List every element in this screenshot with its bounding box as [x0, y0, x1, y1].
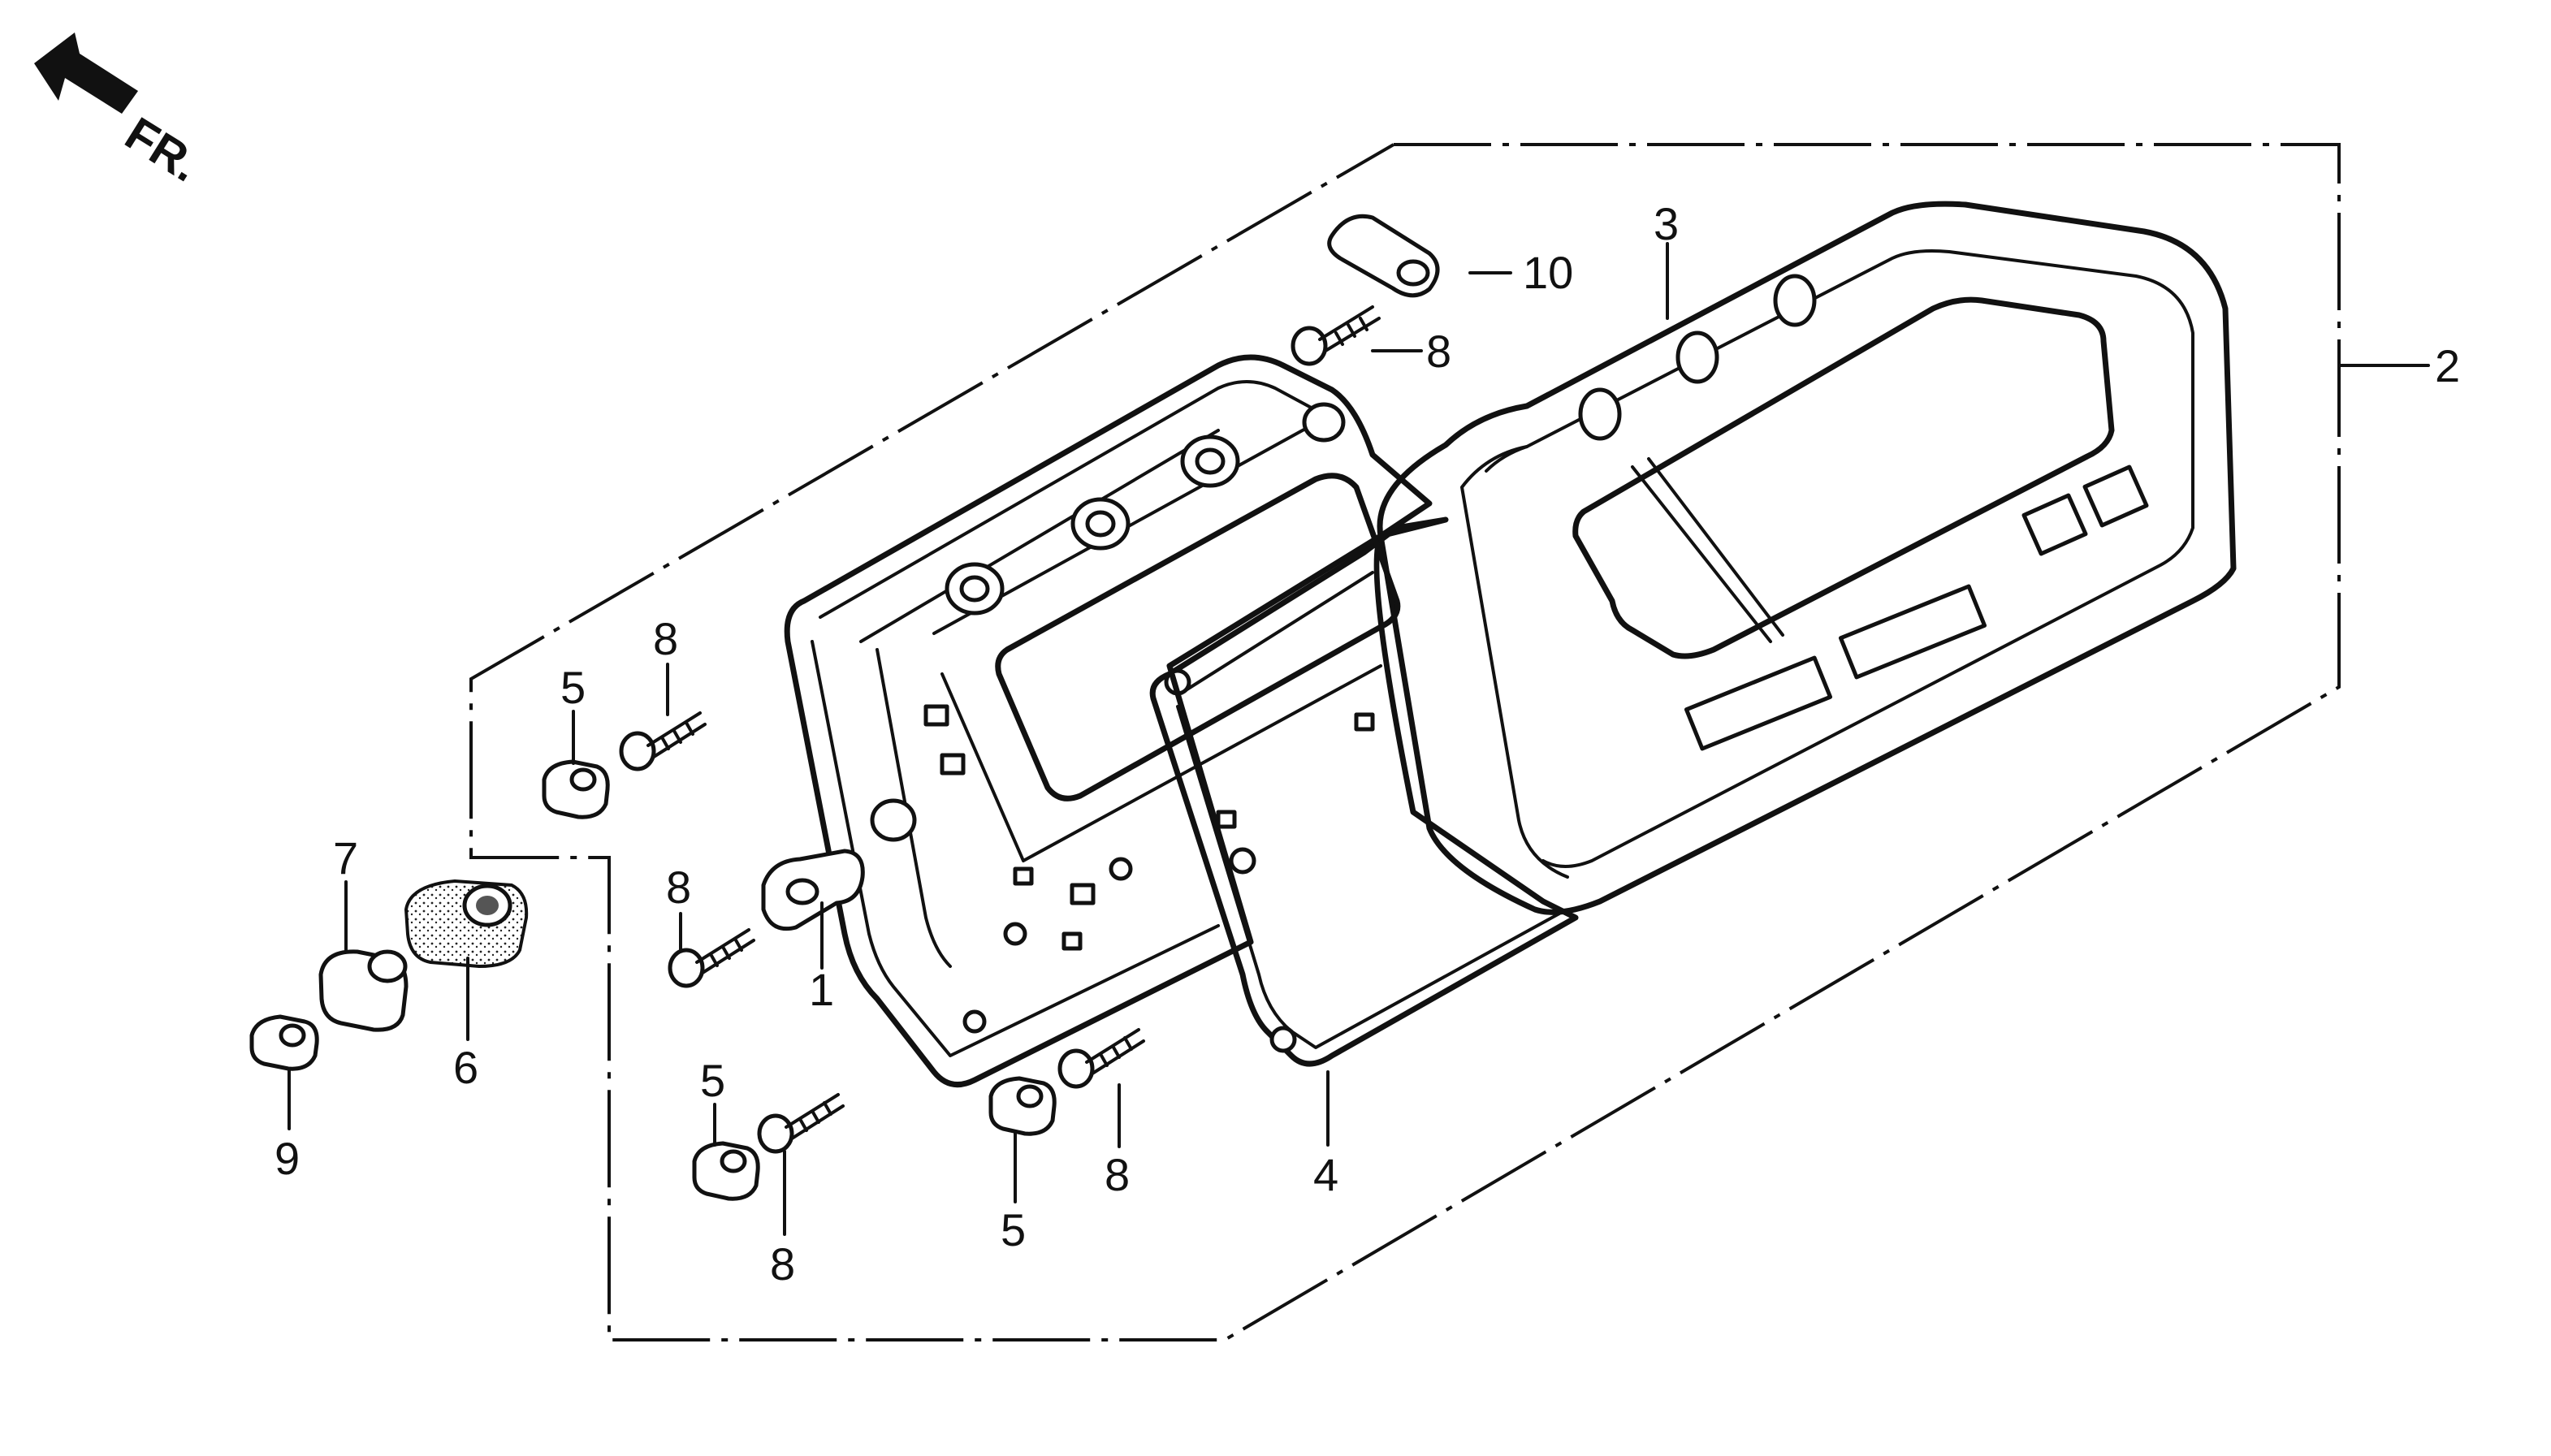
front-direction-label: FR. — [116, 107, 209, 192]
front-direction-indicator: FR. — [34, 32, 209, 192]
callout-2: 2 — [2435, 340, 2460, 391]
part-8-bolts — [619, 305, 1381, 1154]
callout-5-bottom-right: 5 — [1001, 1204, 1026, 1255]
leader-lines — [288, 242, 2430, 1236]
callout-9: 9 — [275, 1133, 300, 1184]
bolt-8-left-upper — [619, 711, 707, 771]
callout-4: 4 — [1313, 1149, 1338, 1200]
part-9-nut — [249, 1014, 319, 1071]
part-1-clamp — [761, 849, 865, 931]
part-gasket — [1149, 516, 1579, 1067]
callout-8-top: 8 — [1426, 326, 1451, 377]
callout-7: 7 — [333, 832, 358, 884]
callout-10: 10 — [1523, 247, 1573, 298]
callout-5-bottom-left: 5 — [700, 1055, 725, 1106]
callout-8-bottom-left: 8 — [770, 1238, 795, 1290]
callout-8-left-upper: 8 — [653, 613, 678, 664]
callout-labels: 10 3 2 8 8 5 7 8 1 6 9 5 8 5 8 4 — [275, 198, 2460, 1290]
callout-3: 3 — [1654, 198, 1679, 249]
bolt-8-left-lower — [668, 928, 755, 988]
assembly-boundary — [469, 143, 2341, 1342]
part-meter-case — [784, 354, 1433, 1088]
front-direction-arrow-icon — [34, 32, 138, 114]
part-10-clamp — [1327, 214, 1440, 298]
part-meter-cover — [1377, 201, 2237, 915]
part-5-nuts — [542, 759, 1057, 1201]
bolt-8-bottom-left — [757, 1093, 845, 1154]
bolt-8-bottom-right — [1057, 1028, 1145, 1089]
case-mounting-bosses — [870, 402, 1346, 842]
callout-8-bottom-right: 8 — [1105, 1149, 1130, 1200]
callout-8-left-lower: 8 — [666, 862, 691, 913]
part-7-collar — [318, 949, 409, 1032]
part-6-grommet — [404, 879, 529, 969]
callout-5-left: 5 — [560, 662, 586, 713]
callout-1: 1 — [809, 964, 834, 1015]
callout-6: 6 — [453, 1042, 478, 1093]
bolt-8-top — [1291, 305, 1381, 366]
